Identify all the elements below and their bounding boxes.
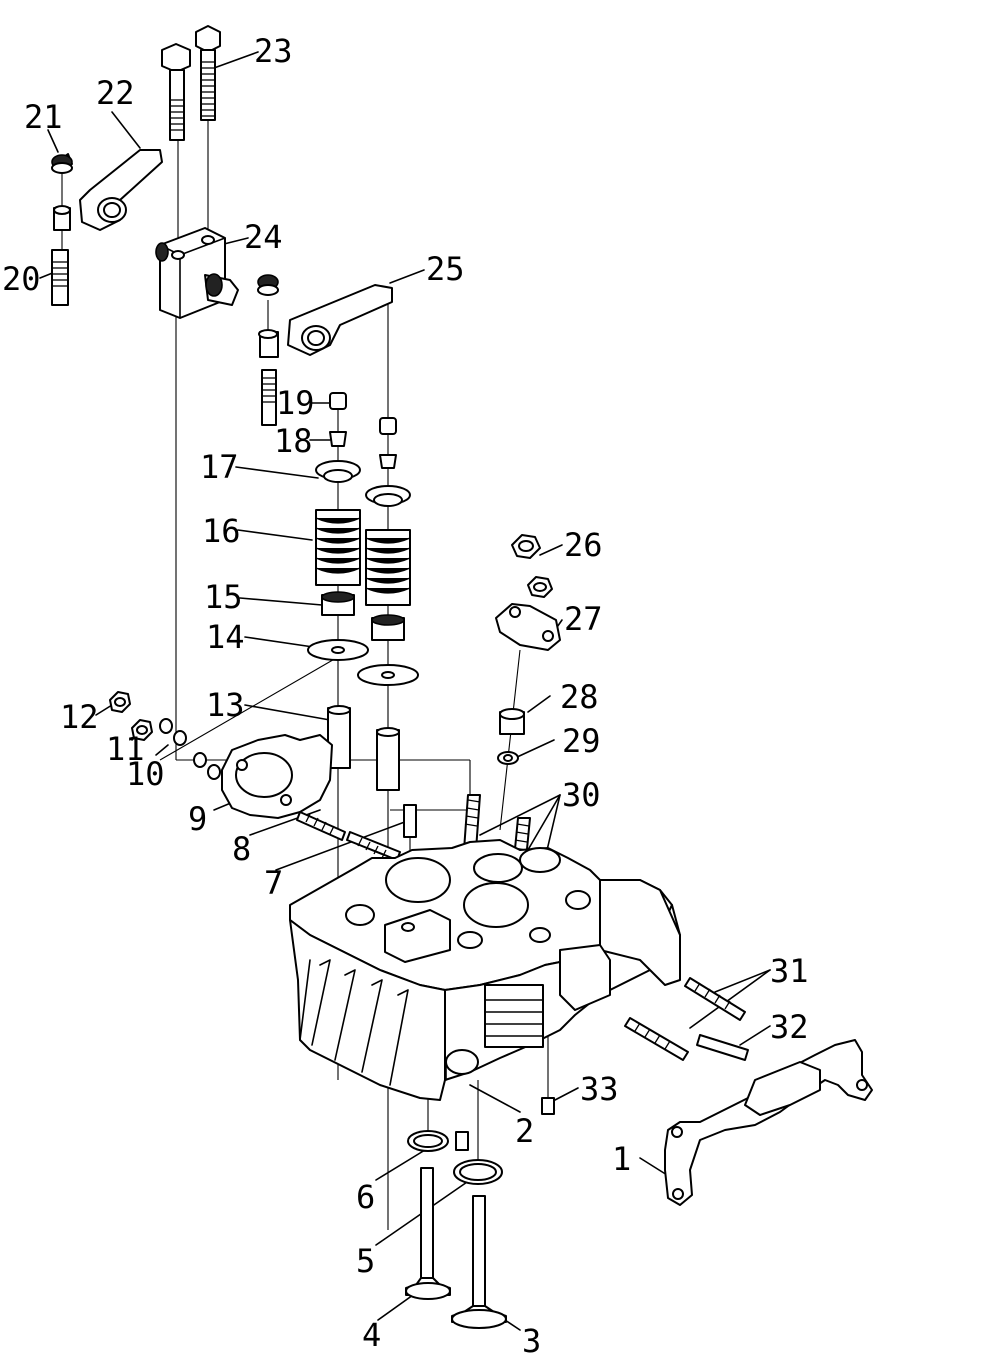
callout-labels: 1 2 3 4 5 6 7 8 9 10 11 12 13 14 15 16 1…: [2, 32, 809, 1358]
callout-6: 6: [356, 1178, 375, 1216]
pin-33: [541, 1097, 555, 1115]
gasket-9: [221, 734, 333, 819]
valve-stack-right: [357, 417, 419, 791]
callout-23: 23: [254, 32, 293, 70]
callout-27: 27: [564, 600, 603, 638]
callout-7: 7: [264, 864, 283, 902]
studs-8: [296, 811, 401, 861]
callout-pointers: [39, 51, 771, 1331]
callout-10: 10: [126, 755, 165, 793]
callout-1: 1: [612, 1140, 631, 1178]
callout-22: 22: [96, 74, 135, 112]
callout-3: 3: [522, 1322, 541, 1358]
valve-stack-left: [307, 392, 369, 769]
callout-16: 16: [202, 512, 241, 550]
studs-31-pin-32: [624, 977, 749, 1061]
rocker-arm-25: [257, 274, 393, 426]
callout-25: 25: [426, 250, 465, 288]
callout-4: 4: [362, 1316, 381, 1354]
callout-17: 17: [200, 448, 239, 486]
rocker-arm-22: [51, 149, 163, 306]
callout-29: 29: [562, 722, 601, 760]
callout-32: 32: [770, 1008, 809, 1046]
callout-18: 18: [274, 422, 313, 460]
callout-5: 5: [356, 1242, 375, 1280]
cover-parts-right: [495, 534, 561, 765]
callout-15: 15: [204, 578, 243, 616]
callout-8: 8: [232, 830, 251, 868]
gasket-1: [664, 1039, 873, 1206]
callout-2: 2: [515, 1112, 534, 1150]
rocker-bracket-24: [155, 227, 239, 319]
valves-and-seats: [405, 1130, 507, 1329]
callout-31: 31: [770, 952, 809, 990]
pin-7: [403, 804, 417, 838]
callout-20: 20: [2, 260, 41, 298]
callout-11: 11: [106, 730, 145, 768]
callout-21: 21: [24, 98, 63, 136]
callout-30: 30: [562, 776, 601, 814]
callout-26: 26: [564, 526, 603, 564]
bolt-23: [161, 25, 221, 141]
callout-24: 24: [244, 218, 283, 256]
nuts-washers-left: [109, 691, 221, 780]
callout-28: 28: [560, 678, 599, 716]
callout-13: 13: [206, 686, 245, 724]
cylinder-head-2: [289, 839, 681, 1101]
callout-14: 14: [206, 618, 245, 656]
callout-19: 19: [276, 384, 315, 422]
callout-12: 12: [60, 698, 99, 736]
callout-9: 9: [188, 800, 207, 838]
callout-33: 33: [580, 1070, 619, 1108]
